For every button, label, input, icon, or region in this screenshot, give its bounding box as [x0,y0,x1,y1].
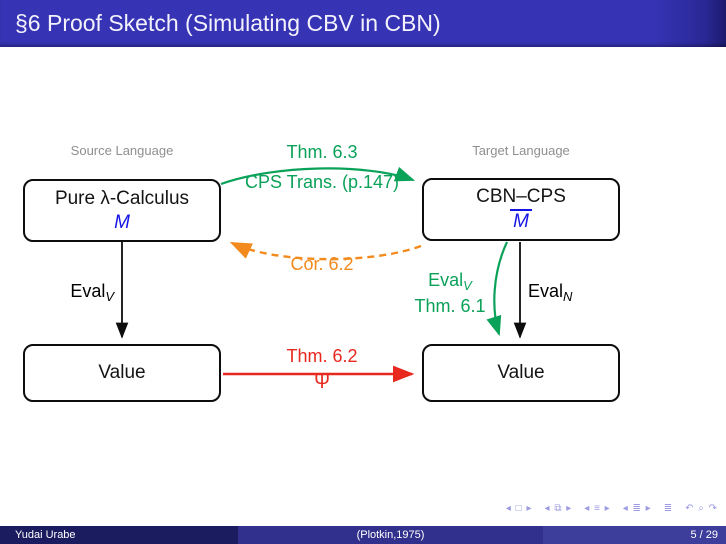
box-value-left-label: Value [98,362,146,384]
eval-v-left-base: Eval [70,281,106,301]
footer-citation: (Plotkin,1975) [238,526,543,544]
box-cbn-cps: CBN–CPS M [422,178,620,241]
frame-title: §6 Proof Sketch (Simulating CBV in CBN) [15,10,441,36]
document-nav-icon[interactable]: ≣ [663,503,674,514]
beamer-navigation-bar: ◂ □ ▸ ◂ ⧉ ▸ ◂ ≡ ▸ ◂ ≣ ▸ ≣ ↶ ⌕ ↷ [506,503,718,514]
thm-63-label: Thm. 6.3 [286,142,358,162]
frame-title-bar: §6 Proof Sketch (Simulating CBV in CBN) [0,0,726,47]
math-m: M [114,211,130,233]
psi-label: Ψ [314,372,330,393]
slide-nav-icon[interactable]: ◂ □ ▸ [505,503,533,514]
subsection-nav-icon[interactable]: ◂ ≡ ▸ [584,503,611,514]
eval-v-mid-base: Eval [428,270,464,290]
target-language-label: Target Language [472,143,570,158]
box-value-right: Value [422,344,620,402]
eval-v-mid-line: EvalV [388,270,512,296]
footer-author: Yudai Urabe [0,526,238,544]
section-nav-icon[interactable]: ◂ ≣ ▸ [622,503,652,514]
eval-v-left-label: EvalV [28,281,114,305]
cps-translation-arrow [220,166,416,186]
footer-bar: Yudai Urabe (Plotkin,1975) 5 / 29 [0,526,726,544]
eval-n-base: Eval [528,281,564,301]
box-cbn-cps-label: CBN–CPS [476,186,566,208]
eval-n-label: EvalN [528,281,572,305]
box-value-left: Value [23,344,221,402]
cor-62-label: Cor. 6.2 [290,254,354,274]
source-language-label: Source Language [70,143,174,158]
search-nav-icon[interactable]: ↶ ⌕ ↷ [685,503,718,514]
cor-62-arrow [229,241,422,261]
box-value-right-label: Value [497,362,545,384]
box-pure-lambda-calculus-label: Pure λ-Calculus [54,187,190,209]
thm-62-label: Thm. 6.2 [286,346,358,366]
box-pure-lambda-calculus: Pure λ-Calculus M [23,179,221,242]
frame-nav-icon[interactable]: ◂ ⧉ ▸ [544,503,573,514]
math-m-overline: M [510,209,532,232]
eval-n-sub: N [563,289,573,304]
footer-page-number: 5 / 29 [543,526,726,544]
eval-v-mid-sub: V [463,278,472,293]
thm-61-label: Thm. 6.1 [414,296,486,316]
eval-v-thm61-arrow [486,241,508,337]
eval-v-left-sub: V [105,289,114,304]
cps-trans-label: CPS Trans. (p.147) [244,172,400,192]
eval-v-thm61-label: EvalV Thm. 6.1 [388,270,512,317]
